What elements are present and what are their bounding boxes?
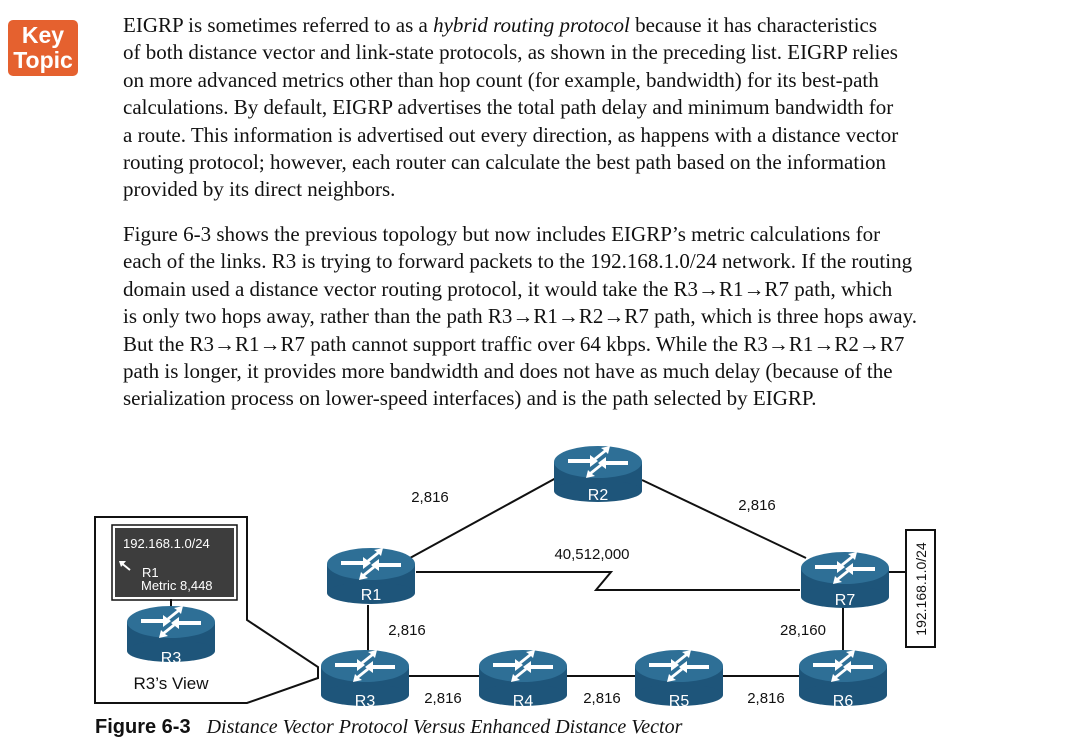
link-r2-r7 (641, 479, 807, 559)
text-line-segment: calculations. By default, EIGRP advertis… (123, 95, 894, 120)
router-r7: R7 (801, 552, 889, 609)
route-table-box (113, 526, 236, 599)
paragraph-1: EIGRP is sometimes referred to as a hybr… (123, 12, 1013, 204)
r3-view-label: R3’s View (134, 674, 210, 693)
text-line: EIGRP is sometimes referred to as a hybr… (123, 12, 1013, 39)
route-table-metric: Metric 8,448 (141, 578, 213, 593)
metric-r1-r7: 40,512,000 (554, 546, 629, 563)
text-line: on more advanced metrics other than hop … (123, 67, 1013, 94)
router-r6: R6 (799, 650, 887, 710)
router-r2: R2 (554, 446, 642, 504)
text-line-segment: domain used a distance vector routing pr… (123, 276, 893, 301)
link-r1-r2 (409, 477, 557, 559)
router-r5: R5 (635, 650, 723, 710)
text-line: path is longer, it provides more bandwid… (123, 358, 1013, 385)
router-r3-view: R3 (127, 606, 215, 667)
router-r3: R3 (321, 650, 409, 710)
text-line-segment: routing protocol; however, each router c… (123, 150, 887, 175)
text-line: is only two hops away, rather than the p… (123, 303, 1013, 330)
text-line-segment: EIGRP is sometimes referred to as a (123, 13, 434, 37)
metric-r1-r3: 2,816 (388, 622, 426, 639)
network-segment-label: 192.168.1.0/24 (913, 542, 929, 636)
router-r3-label: R3 (355, 693, 376, 710)
figure-caption: Figure 6-3 Distance Vector Protocol Versu… (95, 716, 682, 739)
text-line: calculations. By default, EIGRP advertis… (123, 94, 1013, 121)
text-line: routing protocol; however, each router c… (123, 149, 1013, 176)
route-table-next-hop: R1 (142, 565, 159, 580)
text-line-segment: each of the links. R3 is trying to forwa… (123, 249, 913, 274)
text-line-segment: a route. This information is advertised … (123, 122, 899, 147)
key-topic-badge: Key Topic (8, 20, 78, 76)
text-line: of both distance vector and link-state p… (123, 39, 1013, 66)
paragraph-2: Figure 6-3 shows the previous topology b… (123, 221, 1013, 413)
text-line-segment: provided by its direct neighbors. (123, 177, 396, 202)
router-r7-label: R7 (835, 592, 856, 609)
link-r1-r7-serial (416, 571, 800, 591)
metric-r5-r6: 2,816 (747, 690, 785, 707)
text-line-segment: serialization process on lower-speed int… (123, 386, 817, 411)
router-r4-label: R4 (513, 693, 534, 710)
figure-number: Figure 6-3 (95, 716, 191, 738)
metric-r2-r7: 2,816 (738, 497, 776, 514)
text-line-segment: because it has characteristics (629, 13, 878, 37)
metric-r1-r2: 2,816 (411, 489, 449, 506)
text-line: But the R3→R1→R7 path cannot support tra… (123, 331, 1013, 358)
metric-r3-r4: 2,816 (424, 690, 462, 707)
text-line: a route. This information is advertised … (123, 122, 1013, 149)
key-topic-line1: Key (21, 22, 65, 48)
text-line-segment: path is longer, it provides more bandwid… (123, 359, 893, 384)
text-line: Figure 6-3 shows the previous topology b… (123, 221, 1013, 248)
links (367, 477, 906, 677)
router-r1-label: R1 (361, 587, 382, 604)
text-line-segment: of both distance vector and link-state p… (123, 40, 898, 65)
router-r5-label: R5 (669, 693, 690, 710)
router-r4: R4 (479, 650, 567, 710)
text-line-segment: Figure 6-3 shows the previous topology b… (123, 222, 881, 246)
text-line: serialization process on lower-speed int… (123, 385, 1013, 412)
metric-r4-r5: 2,816 (583, 690, 621, 707)
router-r3-view-label: R3 (161, 650, 182, 667)
metric-r6-r7: 28,160 (780, 622, 826, 639)
text-line-segment: But the R3→R1→R7 path cannot support tra… (123, 331, 905, 356)
r3-view-callout: 192.168.1.0/24 R1 Metric 8,448 R3 R3’s V… (94, 516, 319, 704)
figure-title: Distance Vector Protocol Versus Enhanced… (206, 716, 683, 738)
emphasized-term: hybrid routing protocol (433, 13, 630, 37)
text-line: each of the links. R3 is trying to forwa… (123, 248, 1013, 275)
router-r2-label: R2 (588, 487, 609, 504)
router-r6-label: R6 (833, 693, 854, 710)
router-r1: R1 (327, 548, 415, 604)
route-table-network: 192.168.1.0/24 (123, 536, 210, 551)
network-segment: 192.168.1.0/24 (905, 529, 936, 648)
text-line-segment: is only two hops away, rather than the p… (123, 304, 917, 329)
text-line: provided by its direct neighbors. (123, 176, 1013, 203)
text-line: domain used a distance vector routing pr… (123, 276, 1013, 303)
key-topic-line2: Topic (13, 47, 73, 73)
text-line-segment: on more advanced metrics other than hop … (123, 67, 879, 92)
